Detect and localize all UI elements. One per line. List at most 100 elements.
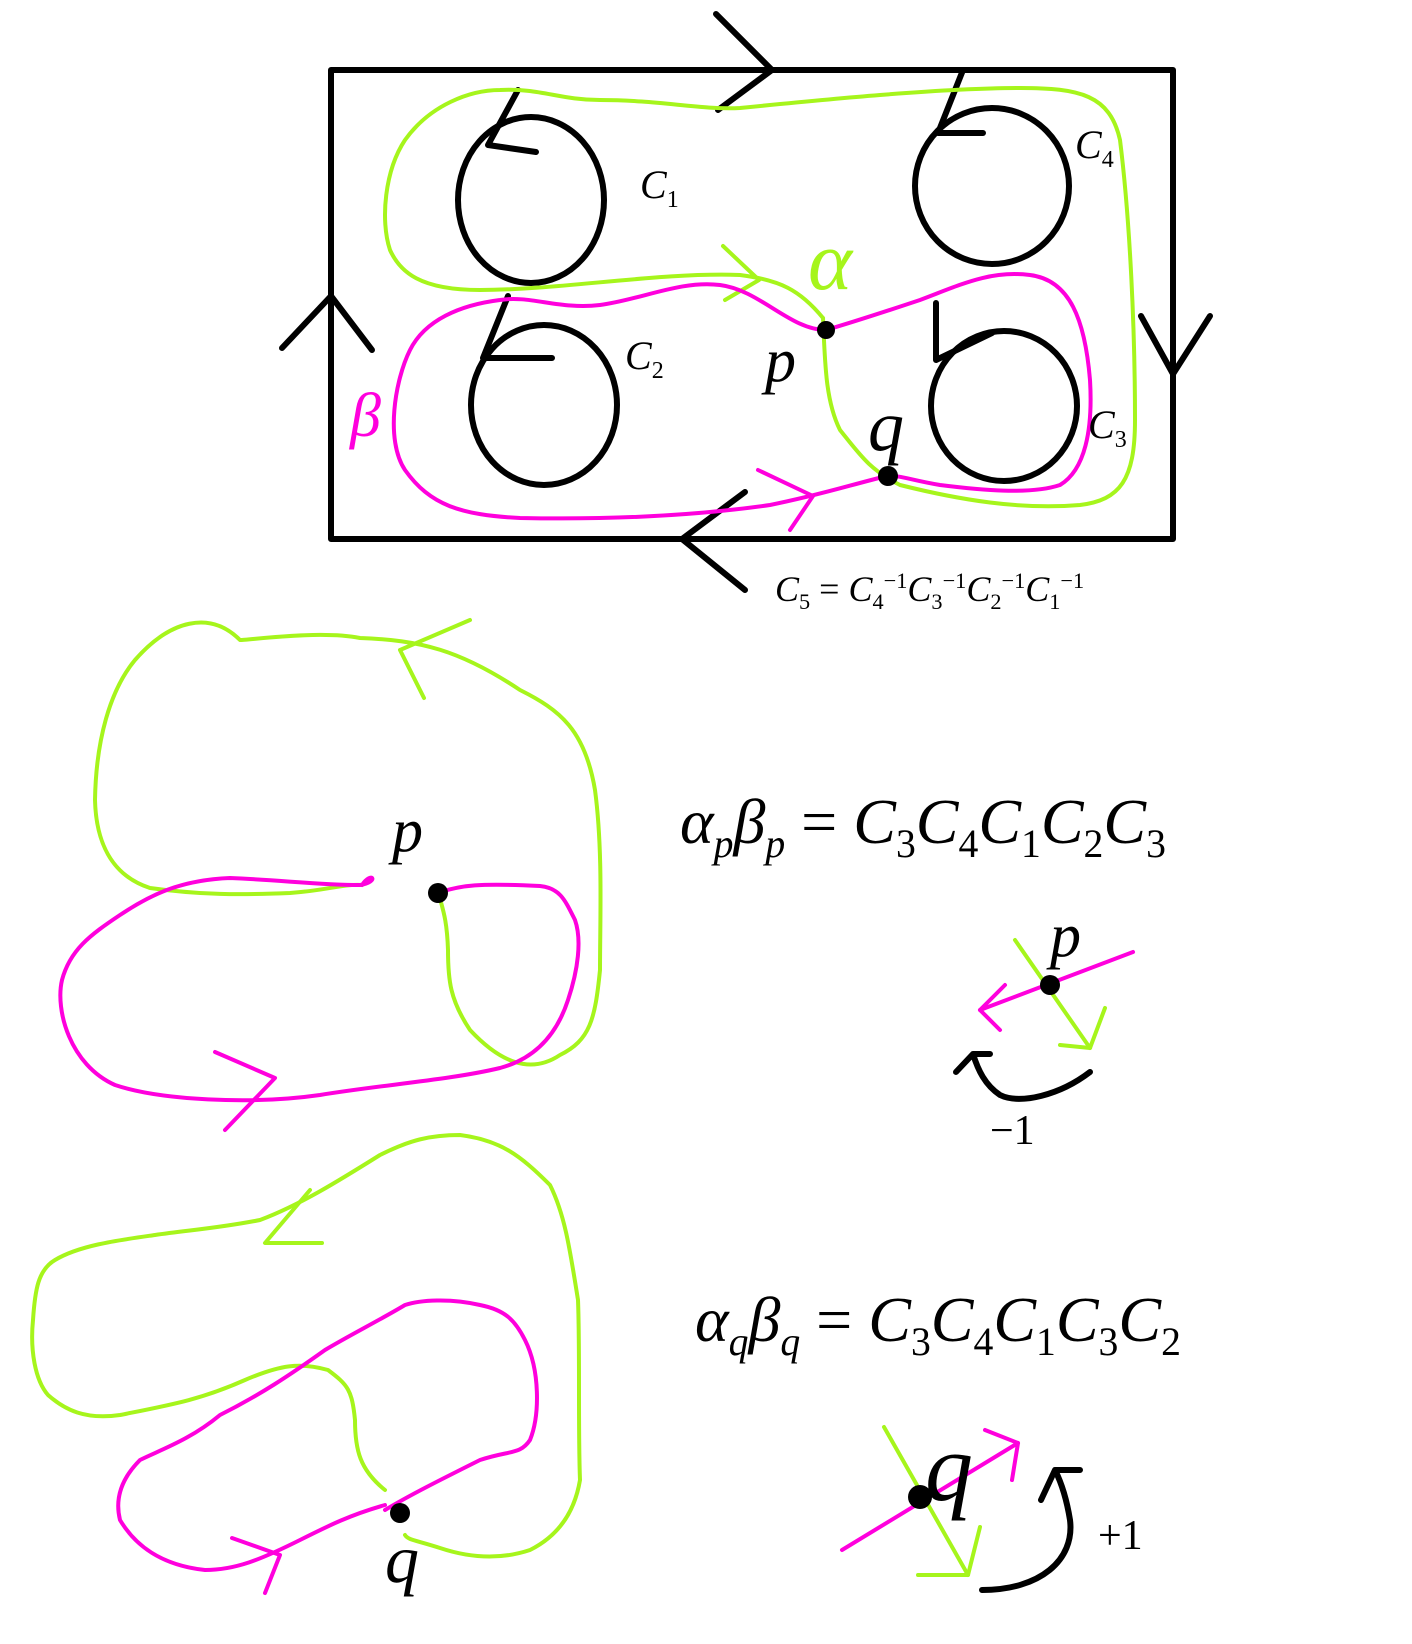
rotation-arrow-icon-p [953,1051,1093,1102]
label-q-top: q [868,386,904,466]
label-c4: C4 [1075,122,1114,173]
label-c1-sub: 1 [666,187,679,213]
eq-p-equals: = [785,786,854,857]
label-c1: C1 [640,162,679,213]
bottom-edge-arrow-icon [679,489,748,593]
alpha-q-curve [30,1133,582,1559]
eq-q-alpha-sub: q [728,1319,749,1364]
label-c3: C3 [1088,402,1127,453]
local-p-dot [1040,975,1060,995]
c5-term-sup: −1 [942,568,967,593]
c5-lhs-sub: 5 [799,589,811,615]
alpha-arrow-icon [721,244,761,302]
c5-lhs: C [775,569,800,609]
eq-q-beta: β [748,1284,781,1355]
label-q-bottom: q [385,1521,419,1597]
local-beta-q-arrow-icon [983,1428,1020,1482]
eq-p-term-sub: 2 [1083,821,1104,866]
c5-term-sub: 1 [1049,589,1061,615]
sign-minus-one: −1 [990,1108,1035,1154]
eq-p-term: C [1040,786,1084,857]
label-c3-base: C [1088,402,1115,447]
local-alpha-p-arrow-icon [1058,1006,1107,1050]
sign-plus-one: +1 [1098,1513,1143,1559]
label-beta: β [350,382,381,450]
alpha-p-curve [93,620,603,1067]
local-beta-p-arrow-icon [978,983,1007,1032]
eq-q-term-sub: 4 [973,1319,994,1364]
eq-q-term: C [868,1284,911,1355]
p-dot [428,883,448,903]
eq-q-term-sub: 3 [910,1319,931,1364]
c5-relation: C5 = C4−1C3−1C2−1C1−1 [775,568,1085,615]
c5-term: C [848,569,873,609]
eq-p-term-sub: 4 [958,821,979,866]
c5-term-sup: −1 [1001,568,1026,593]
local-q-dot [908,1485,932,1509]
point-p-dot [817,321,835,339]
eq-q-term-sub: 2 [1161,1319,1181,1364]
circle-c2 [468,322,620,488]
alpha-curve [383,86,1137,509]
c1-orientation-arrow-icon [485,87,539,155]
alpha-q-arrow-icon [263,1188,324,1245]
eq-p-beta-sub: p [765,821,786,866]
label-p-top: p [765,327,796,395]
eq-p-alpha-sub: p [713,821,734,866]
local-label-p: p [1050,902,1081,970]
label-alpha: α [808,215,853,308]
label-c4-sub: 4 [1101,147,1114,173]
point-q-dot [878,466,898,486]
eq-p-term: C [915,786,959,857]
eq-p-term-sub: 1 [1021,821,1041,866]
c2-orientation-arrow-icon [480,293,555,361]
left-edge-arrow-icon [279,293,375,353]
alpha-p-arrow-icon [398,618,472,700]
eq-q-alpha: α [695,1284,729,1355]
label-p-middle: p [392,797,423,865]
eq-p-beta: β [733,786,766,857]
c5-term: C [966,569,991,609]
eq-q-term: C [930,1284,974,1355]
local-label-q: q [925,1414,973,1521]
rotation-arrow-icon-q [979,1467,1083,1593]
right-edge-arrow-icon [1138,313,1213,377]
beta-curve [391,272,1093,521]
circle-c1 [455,114,607,286]
eq-p-term-sub: 3 [895,821,916,866]
beta-q-arrow-icon [230,1536,282,1595]
circle-c3 [928,328,1080,484]
c4-orientation-arrow-icon [935,67,986,136]
eq-q-beta-sub: q [780,1319,801,1364]
label-c1-base: C [640,162,667,207]
eq-p-term: C [1103,786,1147,857]
eq-q-term: C [1055,1284,1099,1355]
c5-term: C [907,569,932,609]
c5-term-sub: 4 [872,589,884,615]
beta-arrow-icon [756,468,815,532]
eq-q-equals: = [800,1284,869,1355]
c5-term-sup: −1 [883,568,908,593]
eq-p-term: C [978,786,1021,857]
c5-term-sub: 2 [990,589,1002,615]
equation-p: αpβp = C3C4C1C2C3 [680,790,1166,864]
top-edge-arrow-icon [713,11,775,113]
beta-p-curve [58,875,581,1103]
beta-q-curve [116,1298,539,1572]
eq-p-term: C [853,786,896,857]
eq-q-term: C [993,1284,1036,1355]
label-c2-base: C [625,333,652,378]
label-c4-base: C [1075,122,1102,167]
eq-q-term-sub: 1 [1036,1319,1056,1364]
label-c2: C2 [625,333,664,384]
c5-term: C [1025,569,1050,609]
c5-equals: = [810,569,849,609]
circle-c4 [912,105,1072,267]
eq-q-term: C [1118,1284,1162,1355]
c5-term-sub: 3 [931,589,943,615]
eq-q-term-sub: 3 [1098,1319,1119,1364]
q-dot [390,1503,410,1523]
label-c3-sub: 3 [1114,427,1127,453]
c5-term-sup: −1 [1060,568,1085,593]
